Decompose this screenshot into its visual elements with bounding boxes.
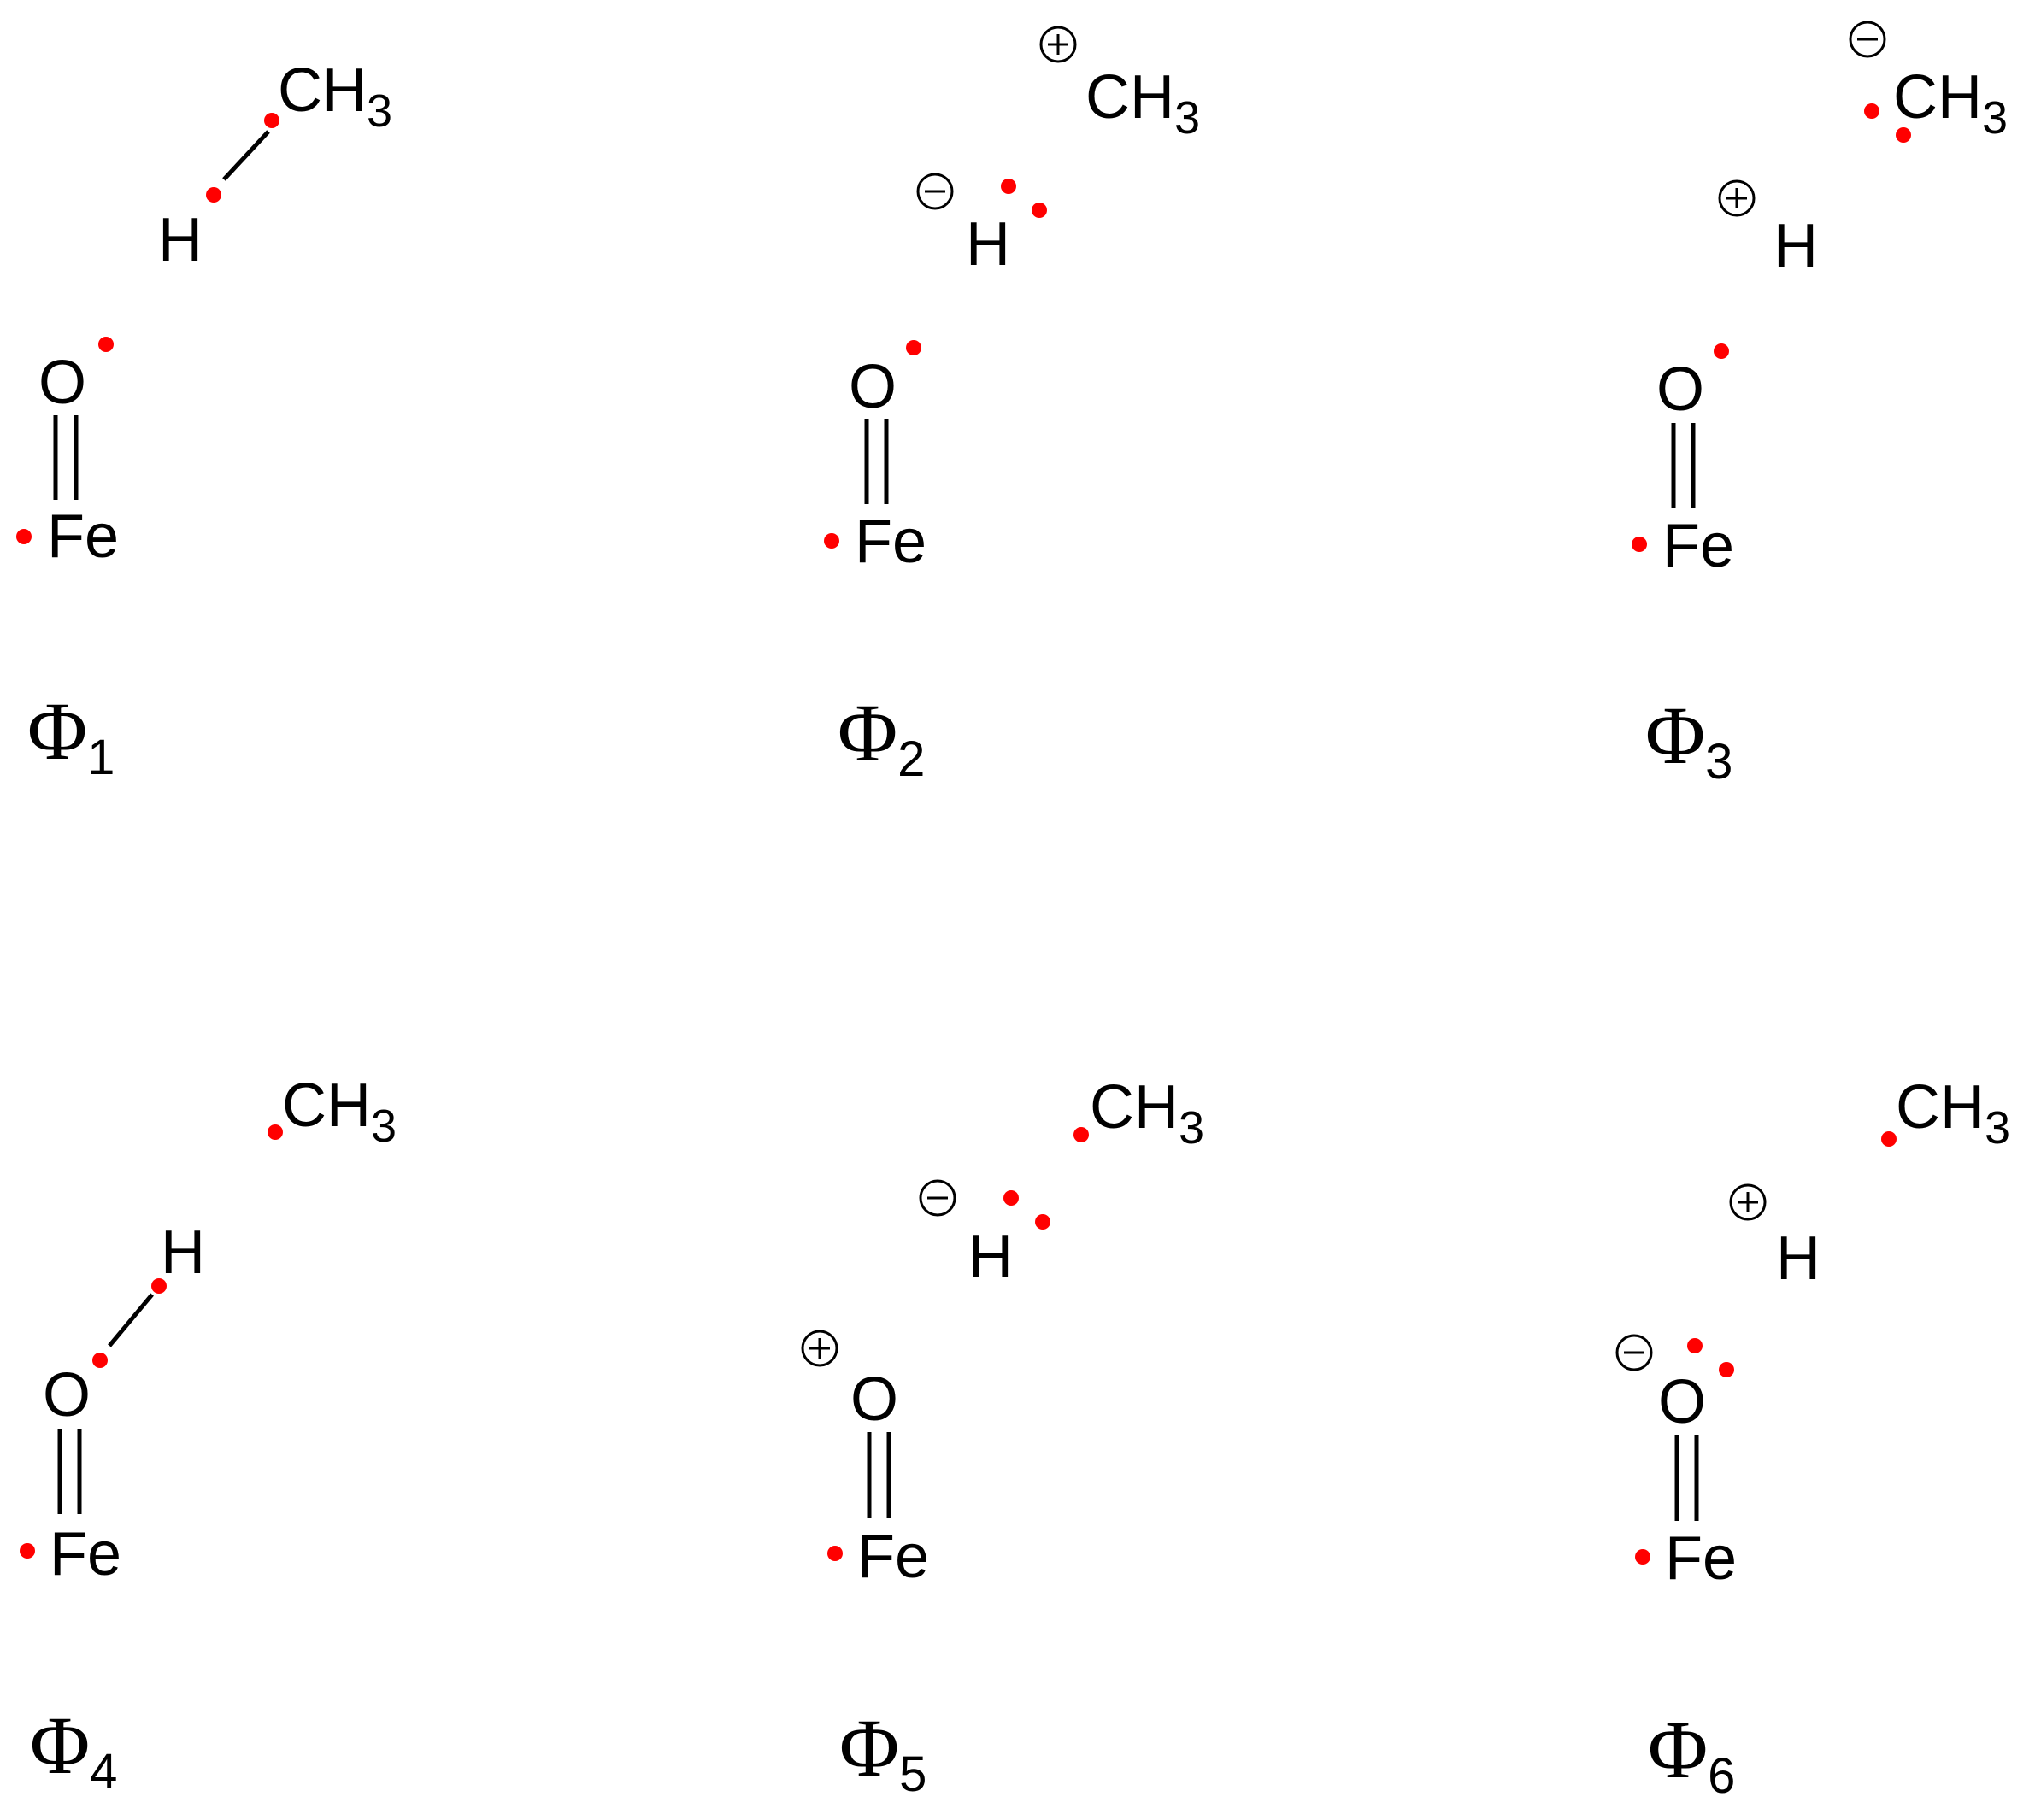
- phi6-o-electron-1: [1687, 1338, 1703, 1353]
- phi2-o: O: [849, 353, 897, 421]
- phi3-c-electron-2: [1896, 127, 1911, 143]
- phi6-o: O: [1658, 1368, 1706, 1436]
- phi3-fe-electron: [1632, 537, 1647, 552]
- phi4-ch3: CH3: [282, 1071, 397, 1152]
- phi2-c-plus-charge: [1039, 26, 1077, 63]
- phi5-fe: Fe: [857, 1523, 929, 1591]
- phi1-o-electron: [98, 337, 114, 352]
- phi2-h: H: [966, 210, 1010, 279]
- phi1-ch3: CH3: [278, 56, 392, 137]
- phi2-ch3: CH3: [1085, 63, 1200, 144]
- phi2-fe: Fe: [855, 508, 926, 576]
- structure-phi3: CH3 H O Fe Φ3: [1632, 21, 2008, 790]
- phi6-h: H: [1776, 1224, 1820, 1293]
- phi3-h: H: [1773, 212, 1818, 280]
- phi3-o: O: [1656, 355, 1704, 424]
- phi5-h: H: [968, 1223, 1013, 1291]
- phi1-c-electron: [264, 113, 279, 128]
- phi4-c-electron: [268, 1124, 283, 1140]
- phi3-h-plus-charge: [1718, 179, 1756, 217]
- phi4-o: O: [43, 1361, 91, 1430]
- phi1-h-c-bond: [222, 130, 270, 181]
- phi1-o: O: [38, 349, 86, 417]
- phi3-c-minus-charge: [1849, 21, 1886, 58]
- phi2-o-electron: [906, 340, 921, 355]
- phi3-ch3: CH3: [1893, 63, 2008, 144]
- phi2-h-minus-charge: [916, 173, 954, 210]
- phi5-ch3: CH3: [1090, 1073, 1204, 1154]
- phi5-c-electron: [1073, 1127, 1089, 1142]
- phi4-fe-electron: [20, 1543, 35, 1559]
- phi5-fe-electron: [827, 1546, 843, 1561]
- phi5-o: O: [850, 1365, 898, 1434]
- phi3-o-electron: [1714, 343, 1729, 359]
- phi2-h-electron-1: [1001, 179, 1016, 194]
- phi6-ch3: CH3: [1896, 1073, 2010, 1154]
- phi1-fe: Fe: [47, 502, 119, 571]
- phi6-h-plus-charge: [1729, 1183, 1767, 1221]
- structure-phi5: CH3 H O Fe Φ5: [801, 1073, 1204, 1802]
- phi4-fe: Fe: [50, 1520, 121, 1588]
- phi4-h-electron: [151, 1278, 167, 1294]
- phi4-h: H: [161, 1218, 205, 1287]
- phi4-label: Φ4: [30, 1700, 117, 1799]
- phi6-c-electron: [1881, 1131, 1897, 1147]
- phi6-o-electron-2: [1719, 1362, 1734, 1377]
- phi3-fe: Fe: [1662, 512, 1734, 580]
- structure-phi6: CH3 H O Fe Φ6: [1615, 1073, 2010, 1804]
- structure-phi2: CH3 H O Fe Φ2: [824, 26, 1200, 787]
- phi3-c-electron-1: [1864, 103, 1879, 119]
- phi5-label: Φ5: [839, 1702, 926, 1802]
- phi5-h-electron-1: [1003, 1190, 1019, 1206]
- phi2-fe-electron: [824, 533, 839, 549]
- phi1-label: Φ1: [27, 685, 115, 785]
- phi6-fe-electron: [1635, 1549, 1650, 1565]
- phi5-o-plus-charge: [801, 1330, 838, 1367]
- phi6-label: Φ6: [1648, 1704, 1735, 1804]
- structure-phi4: CH3 H O Fe Φ4: [20, 1071, 397, 1799]
- phi1-fe-electron: [16, 529, 32, 544]
- phi3-label: Φ3: [1645, 690, 1732, 790]
- phi1-h: H: [158, 206, 203, 274]
- phi4-o-h-bond: [108, 1293, 154, 1347]
- structure-phi1: CH3 H O Fe Φ1: [16, 56, 392, 785]
- phi1-h-electron: [206, 187, 221, 203]
- phi4-o-electron: [92, 1353, 108, 1368]
- phi2-h-electron-2: [1032, 203, 1047, 218]
- phi6-o-minus-charge: [1615, 1334, 1653, 1371]
- phi5-h-electron-2: [1035, 1214, 1050, 1230]
- phi2-label: Φ2: [838, 687, 925, 787]
- phi5-h-minus-charge: [919, 1179, 956, 1217]
- phi6-fe: Fe: [1665, 1524, 1737, 1593]
